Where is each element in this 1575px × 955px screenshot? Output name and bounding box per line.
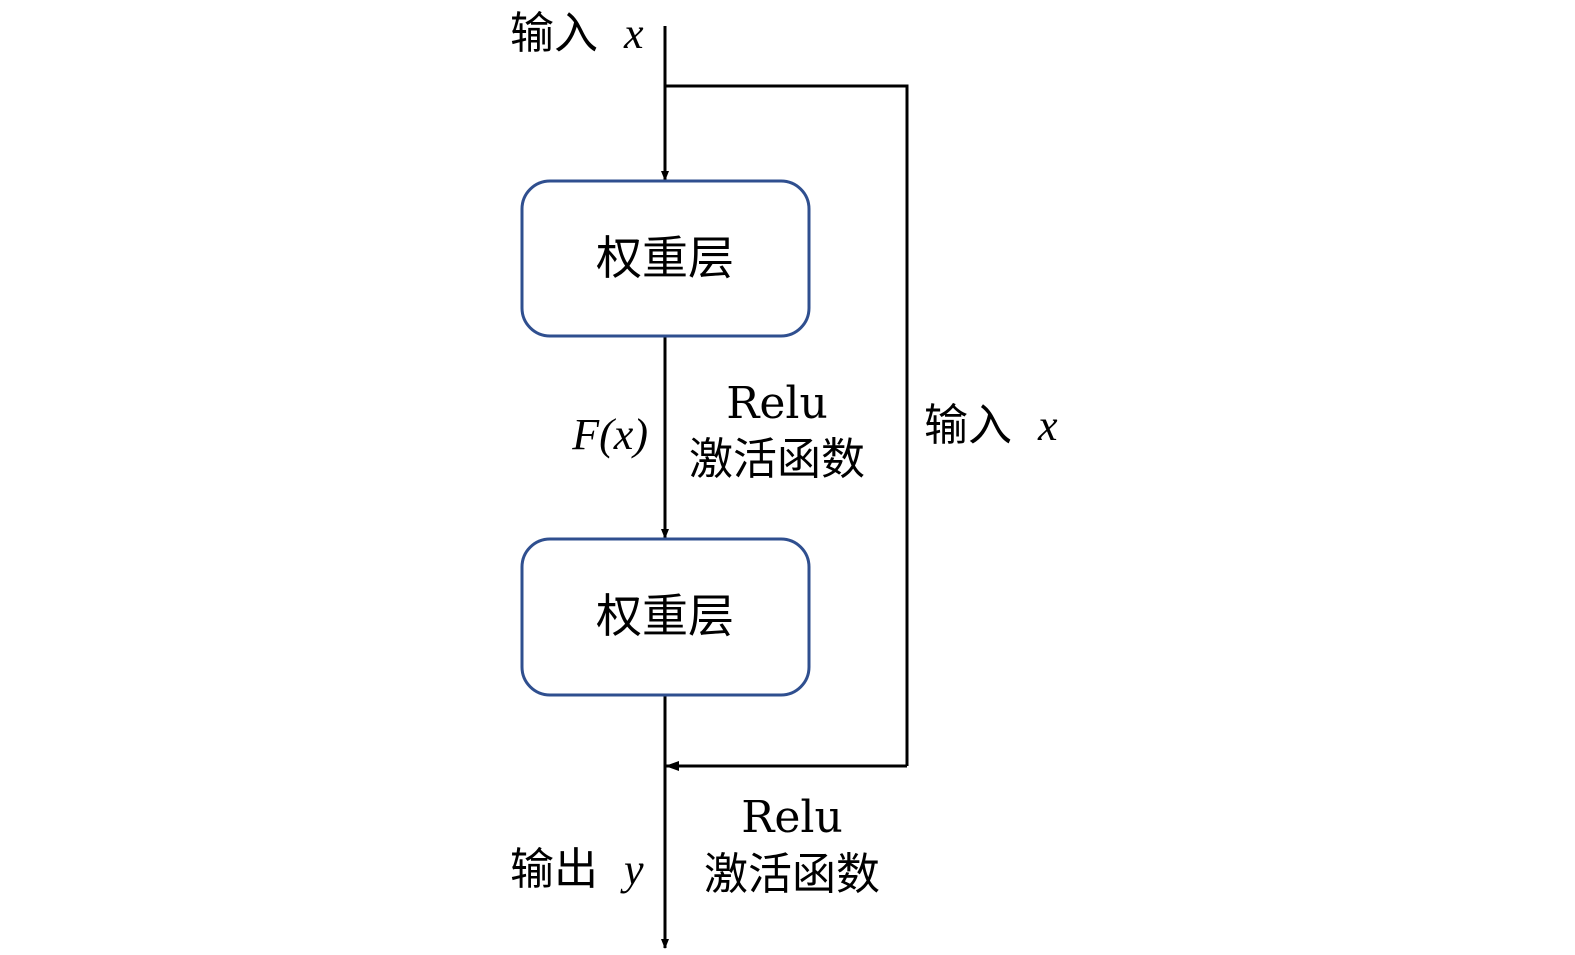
weight-layer-box-2: [520, 537, 811, 697]
fx-label: F(x): [571, 410, 648, 459]
skip-connection-line: [665, 84, 909, 766]
input-label-side: 输入 x: [924, 400, 1058, 451]
weight-layer-box-1: [520, 179, 811, 338]
weight-layer-label-2: 权重层: [596, 589, 734, 643]
relu-label-2: Relu: [741, 792, 843, 843]
output-label: 输出 y: [510, 844, 644, 895]
input-label-top: 输入 x: [510, 8, 644, 59]
activation-label-2: 激活函数: [704, 849, 880, 900]
relu-label-1: Relu: [726, 378, 828, 429]
weight-layer-label-1: 权重层: [596, 231, 734, 285]
activation-label-1: 激活函数: [689, 434, 865, 485]
